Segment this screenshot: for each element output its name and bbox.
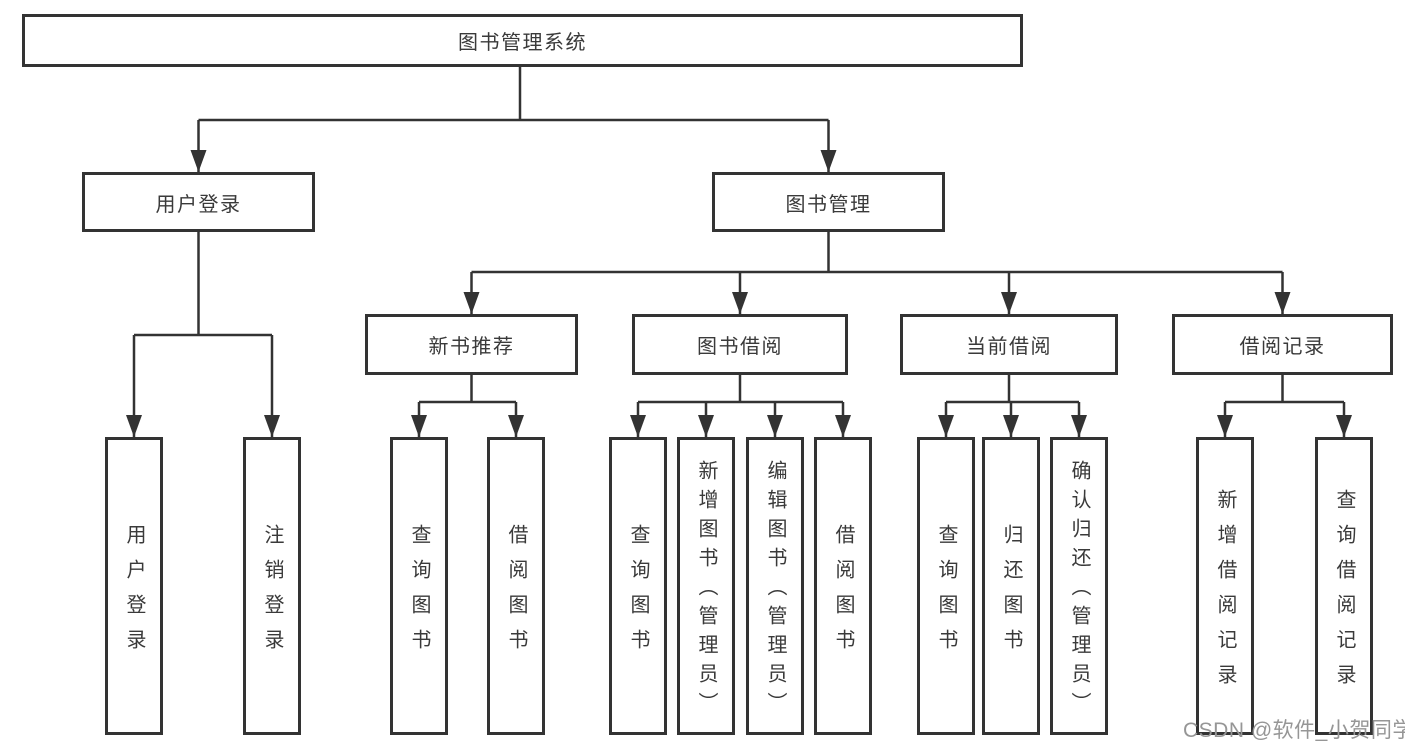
- csdn-watermark: CSDN @软件_小贺同学: [1183, 719, 1405, 742]
- node-return-books: 归还图书: [982, 437, 1040, 735]
- node-query-books-current: 查询图书: [917, 437, 975, 735]
- node-label: 用户登录: [123, 523, 145, 664]
- node-label: 查询图书: [627, 523, 649, 664]
- node-query-books-borrow: 查询图书: [609, 437, 667, 735]
- node-confirm-return-admin: 确认归还（管理员）: [1050, 437, 1108, 735]
- node-label: 当前借阅: [966, 336, 1052, 358]
- node-label: 编辑图书（管理员）: [764, 460, 786, 721]
- node-label: 图书借阅: [697, 336, 783, 358]
- node-query-books-newbook: 查询图书: [390, 437, 448, 735]
- node-book-borrowing: 图书借阅: [632, 314, 848, 375]
- node-label: 查询借阅记录: [1333, 488, 1355, 699]
- node-label: 图书管理系统: [458, 32, 587, 54]
- node-borrowing-records: 借阅记录: [1172, 314, 1393, 375]
- node-label: 确认归还（管理员）: [1068, 460, 1090, 721]
- node-label: 归还图书: [1000, 523, 1022, 664]
- node-logout-leaf: 注销登录: [243, 437, 301, 735]
- node-add-book-admin: 新增图书（管理员）: [677, 437, 735, 735]
- node-borrow-books-borrow: 借阅图书: [814, 437, 872, 735]
- node-label: 新增借阅记录: [1214, 488, 1236, 699]
- node-label: 新增图书（管理员）: [695, 460, 717, 721]
- node-label: 注销登录: [261, 523, 283, 664]
- node-current-borrowing: 当前借阅: [900, 314, 1118, 375]
- node-label: 查询图书: [408, 523, 430, 664]
- node-user-login-leaf: 用户登录: [105, 437, 163, 735]
- node-book-management-branch: 图书管理: [712, 172, 945, 232]
- node-user-login-branch: 用户登录: [82, 172, 315, 232]
- node-borrow-books-newbook: 借阅图书: [487, 437, 545, 735]
- node-label: 查询图书: [935, 523, 957, 664]
- node-edit-book-admin: 编辑图书（管理员）: [746, 437, 804, 735]
- node-label: 新书推荐: [428, 336, 515, 358]
- node-label: 借阅图书: [505, 523, 527, 664]
- node-label: 图书管理: [785, 193, 872, 216]
- node-label: 借阅记录: [1239, 336, 1326, 358]
- node-label: 用户登录: [155, 193, 242, 216]
- node-new-book-recommend: 新书推荐: [365, 314, 578, 375]
- node-label: 借阅图书: [832, 523, 854, 664]
- node-query-borrow-record: 查询借阅记录: [1315, 437, 1373, 735]
- node-add-borrow-record: 新增借阅记录: [1196, 437, 1254, 735]
- node-library-management-system: 图书管理系统: [22, 14, 1023, 67]
